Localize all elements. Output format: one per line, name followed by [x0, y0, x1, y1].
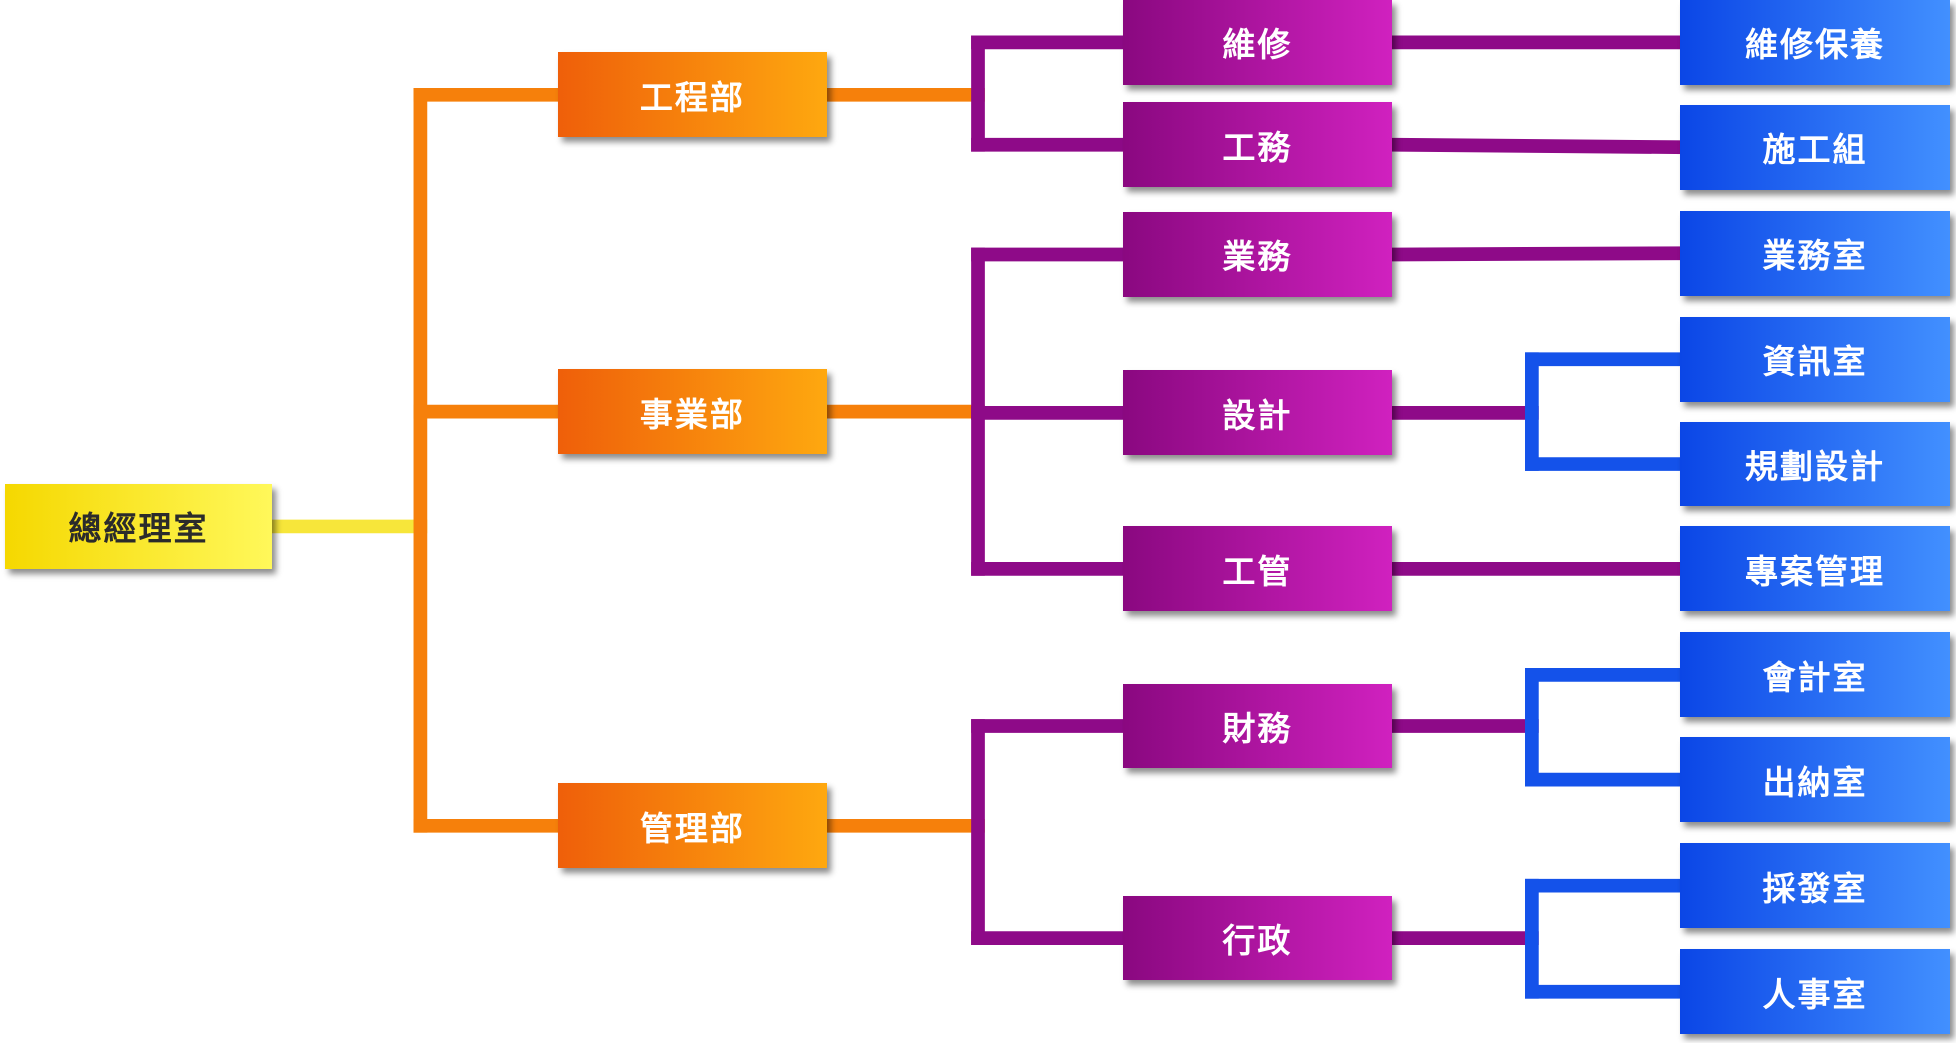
unit-box-accounting-office: 會計室: [1680, 632, 1950, 718]
unit-box-planning-design: 規劃設計: [1680, 421, 1950, 507]
section-box-works: 工務: [1122, 102, 1393, 188]
unit-box-project-management: 專案管理: [1680, 526, 1950, 612]
unit-box-sales-office: 業務室: [1680, 210, 1950, 296]
section-box-design: 設計: [1122, 370, 1393, 456]
unit-label: 出納室: [1762, 762, 1868, 802]
section-label: 行政: [1222, 921, 1293, 961]
dept-box-business: 事業部: [557, 369, 828, 455]
unit-connector-19: [1385, 137, 1688, 155]
unit-box-maintenance-service: 維修保養: [1680, 0, 1950, 85]
unit-label: 施工組: [1762, 130, 1868, 170]
unit-label: 專案管理: [1745, 551, 1886, 591]
unit-box-information-office: 資訊室: [1680, 316, 1950, 402]
unit-box-procurement-office: 採發室: [1680, 843, 1950, 929]
unit-label: 採發室: [1762, 868, 1868, 908]
unit-label: 規劃設計: [1745, 447, 1886, 487]
section-box-sales: 業務: [1122, 212, 1393, 297]
section-label: 維修: [1222, 25, 1293, 65]
section-box-administration: 行政: [1122, 895, 1393, 981]
root-label: 總經理室: [68, 509, 209, 549]
unit-label: 會計室: [1762, 657, 1868, 697]
dept-box-engineering: 工程部: [557, 52, 828, 138]
section-label: 工務: [1222, 127, 1293, 167]
dept-label: 管理部: [639, 808, 745, 848]
section-label: 財務: [1222, 709, 1293, 748]
section-box-project-control: 工管: [1122, 526, 1393, 612]
section-box-maintenance: 維修: [1122, 0, 1393, 85]
unit-box-construction-team: 施工組: [1680, 104, 1950, 190]
section-label: 設計: [1222, 395, 1293, 435]
unit-box-hr-office: 人事室: [1680, 949, 1950, 1035]
section-label: 工管: [1222, 551, 1293, 591]
unit-connector-20: [1385, 246, 1688, 262]
unit-label: 業務室: [1762, 236, 1868, 276]
dept-label: 工程部: [639, 77, 745, 117]
dept-label: 事業部: [639, 394, 745, 434]
unit-label: 維修保養: [1745, 25, 1886, 65]
section-box-finance: 財務: [1122, 683, 1393, 769]
unit-label: 人事室: [1762, 974, 1868, 1014]
unit-box-cashier-office: 出納室: [1680, 737, 1950, 823]
section-label: 業務: [1222, 237, 1293, 277]
root-box: 總經理室: [4, 484, 272, 569]
dept-box-management: 管理部: [557, 783, 828, 869]
unit-label: 資訊室: [1762, 342, 1868, 382]
